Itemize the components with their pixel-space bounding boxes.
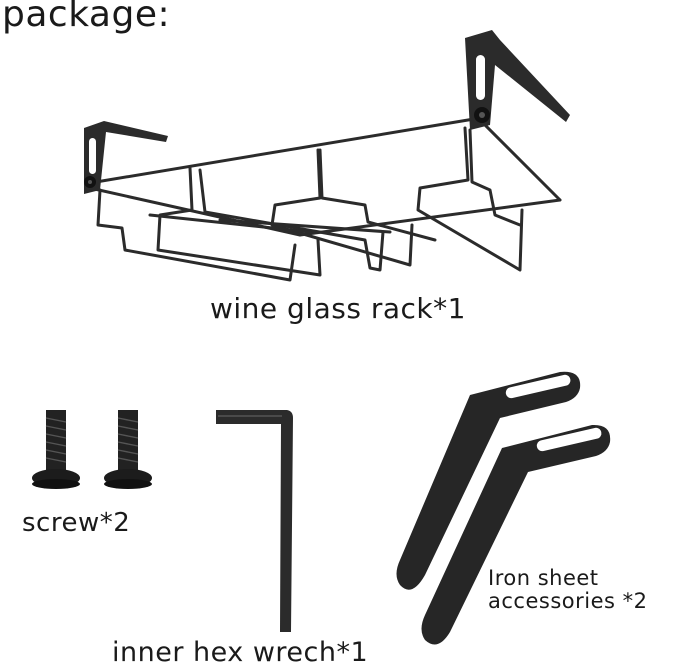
iron-sheet-label-line1: Iron sheet — [488, 566, 599, 590]
screw-icon — [104, 410, 152, 489]
wrench-label: inner hex wrech*1 — [112, 637, 369, 668]
wine-glass-rack-image — [88, 116, 562, 282]
screw-icon — [32, 410, 80, 489]
iron-sheet-label-line2: accessories *2 — [488, 589, 648, 613]
package-title: package: — [2, 0, 171, 35]
iron-sheet-icon — [421, 424, 611, 645]
screw-label: screw*2 — [22, 508, 131, 538]
iron-sheet-icon — [396, 371, 581, 590]
hex-wrench-icon — [216, 410, 293, 632]
rack-label: wine glass rack*1 — [210, 292, 466, 325]
rack-right-bracket — [465, 30, 570, 130]
rack-left-bracket — [84, 121, 168, 194]
iron-sheet-label: Iron sheet accessories *2 — [488, 567, 647, 613]
